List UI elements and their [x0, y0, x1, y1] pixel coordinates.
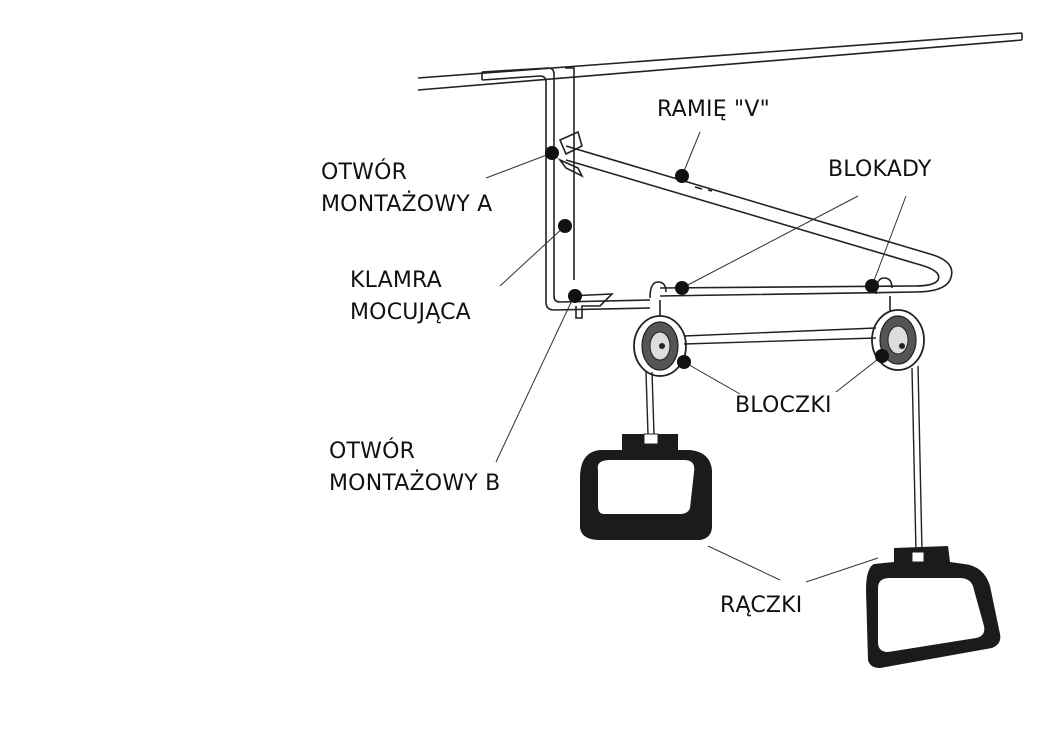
v-arm	[557, 130, 953, 297]
dot-blokada-right	[865, 279, 879, 293]
ceiling-beam	[417, 32, 1023, 91]
label-bloczki: BLOCZKI	[735, 393, 832, 418]
dot-blokada-left	[675, 281, 689, 295]
left-pulley	[633, 300, 687, 377]
right-pulley	[871, 296, 925, 371]
dot-bloczek-right	[875, 349, 889, 363]
callout-dots	[545, 146, 889, 369]
label-klamra-mocujaca: KLAMRA MOCUJĄCA	[350, 268, 471, 325]
dot-otwor-b	[568, 289, 582, 303]
label-blokady: BLOKADY	[828, 157, 932, 182]
left-handle	[580, 433, 712, 540]
dot-ramie-v	[675, 169, 689, 183]
label-raczki: RĄCZKI	[720, 593, 803, 618]
mounting-bracket	[481, 67, 651, 319]
cables	[645, 327, 923, 553]
right-handle	[866, 546, 1001, 668]
leader-lines	[485, 131, 907, 583]
label-ramie-v: RAMIĘ "V"	[657, 97, 770, 122]
label-otwor-montazowy-b: OTWÓR MONTAŻOWY B	[329, 439, 501, 496]
dot-klamra	[558, 219, 572, 233]
dot-bloczek-left	[677, 355, 691, 369]
dot-otwor-a	[545, 146, 559, 160]
label-otwor-montazowy-a: OTWÓR MONTAŻOWY A	[321, 160, 493, 217]
